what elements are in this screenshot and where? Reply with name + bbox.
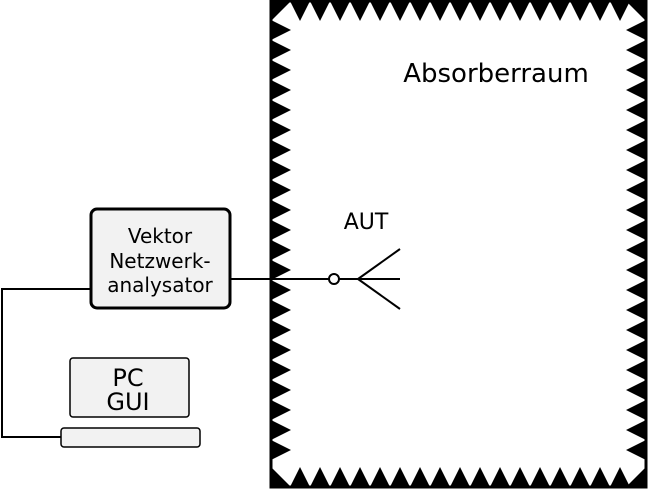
absorber-tooth [570,1,590,21]
absorber-tooth [626,260,646,280]
absorber-tooth [590,1,610,21]
absorber-tooth [550,467,570,487]
absorber-tooth [271,380,291,400]
absorber-teeth [271,1,646,487]
absorber-tooth [626,240,646,260]
absorber-tooth [470,467,490,487]
absorber-tooth [450,1,470,21]
absorber-tooth [290,1,310,21]
vna-label-line-2: Netzwerk- [109,249,210,273]
absorber-tooth [271,60,291,80]
absorber-tooth [610,1,630,21]
absorber-tooth [490,1,510,21]
absorber-tooth [271,20,291,40]
absorber-tooth [626,60,646,80]
absorber-tooth [271,300,291,320]
absorber-tooth [330,467,350,487]
absorber-tooth [271,200,291,220]
absorber-tooth [271,280,291,300]
absorber-tooth [470,1,490,21]
absorber-tooth [430,1,450,21]
absorber-tooth [350,467,370,487]
absorber-tooth [626,320,646,340]
absorber-tooth [271,340,291,360]
absorber-tooth [271,40,291,60]
absorber-tooth [271,100,291,120]
absorber-tooth [550,1,570,21]
absorber-tooth [490,467,510,487]
antenna-icon [339,248,401,310]
absorber-tooth [626,467,646,487]
absorber-tooth [450,467,470,487]
connector [328,273,340,285]
absorber-tooth [290,467,310,487]
absorber-tooth [626,80,646,100]
absorber-tooth [271,440,291,460]
absorber-tooth [310,1,330,21]
absorber-tooth [430,467,450,487]
absorber-tooth [626,380,646,400]
absorber-tooth [370,467,390,487]
absorber-tooth [626,280,646,300]
absorber-tooth [626,200,646,220]
vna-label-line-1: Vektor [128,224,193,248]
absorber-tooth [626,220,646,240]
absorber-tooth [390,1,410,21]
control-cable [1,288,90,438]
absorber-tooth [271,240,291,260]
absorber-tooth [271,120,291,140]
pc-label-line-2: GUI [106,388,149,416]
absorber-tooth [530,1,550,21]
absorber-tooth [510,467,530,487]
absorber-tooth [610,467,630,487]
absorber-tooth [271,400,291,420]
absorber-tooth [271,80,291,100]
pc-label-line-1: PC [112,364,143,392]
absorber-tooth [626,360,646,380]
absorber-tooth [626,20,646,40]
absorber-tooth [626,180,646,200]
absorber-tooth [626,120,646,140]
absorber-tooth [410,1,430,21]
absorber-tooth [626,400,646,420]
pc-screen [69,357,190,418]
absorber-tooth [271,360,291,380]
absorber-tooth [626,100,646,120]
absorber-tooth [626,340,646,360]
aut-label: AUT [344,210,389,235]
absorber-tooth [570,467,590,487]
absorber-tooth [410,467,430,487]
absorber-chamber [269,0,648,489]
absorber-tooth [271,1,291,21]
absorber-tooth [626,420,646,440]
absorber-tooth [271,320,291,340]
absorber-tooth [530,467,550,487]
vector-network-analyzer-box [89,207,232,310]
absorber-tooth [626,300,646,320]
absorber-tooth [271,180,291,200]
vna-label-line-3: analysator [107,273,213,297]
absorber-tooth [271,140,291,160]
absorber-tooth [510,1,530,21]
absorber-tooth [590,467,610,487]
absorber-tooth [626,1,646,21]
absorber-tooth [271,260,291,280]
absorber-tooth [626,440,646,460]
absorber-tooth [370,1,390,21]
chamber-label: Absorberraum [403,59,589,89]
absorber-tooth [310,467,330,487]
pc-keyboard-base [60,427,201,448]
absorber-tooth [626,40,646,60]
absorber-tooth [626,160,646,180]
absorber-tooth [271,220,291,240]
absorber-tooth [626,140,646,160]
absorber-tooth [271,420,291,440]
absorber-tooth [390,467,410,487]
absorber-tooth [271,160,291,180]
absorber-tooth [330,1,350,21]
absorber-tooth [350,1,370,21]
absorber-tooth [271,467,291,487]
